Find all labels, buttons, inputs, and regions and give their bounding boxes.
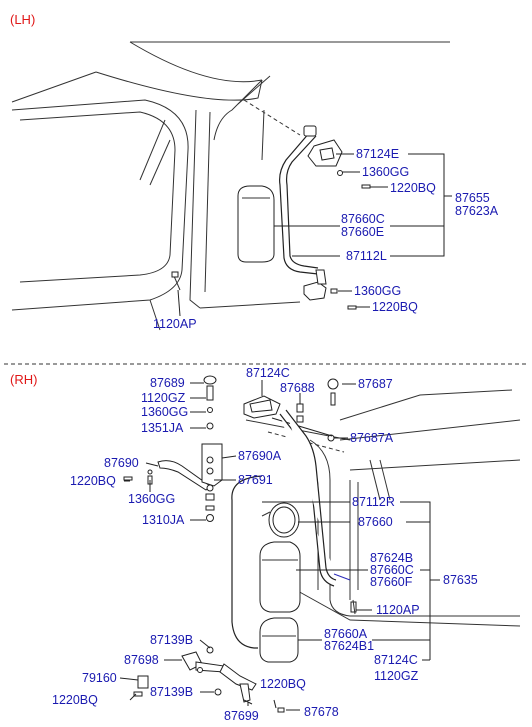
rh-label-79160: 79160 <box>82 671 117 685</box>
rh-label-87124c: 87124C <box>246 366 290 380</box>
rh-section: (RH) <box>10 366 521 723</box>
rh-lower-mirror-head <box>259 617 299 663</box>
rh-label-1351ja: 1351JA <box>141 421 184 435</box>
lh-label-87124e: 87124E <box>356 147 399 161</box>
lh-car-body <box>11 41 450 331</box>
rh-upper-bracket <box>243 395 333 437</box>
rh-label-87660f: 87660F <box>370 575 413 589</box>
rh-label-87660: 87660 <box>358 515 393 529</box>
lh-label-87660e: 87660E <box>341 225 384 239</box>
rh-label-87624b1: 87624B1 <box>324 639 374 653</box>
rh-bolt-1120ap <box>350 599 357 615</box>
lh-lower-bracket <box>303 269 357 310</box>
lh-label-1220bq-lower: 1220BQ <box>372 300 418 314</box>
rh-label-1120gz-lower: 1120GZ <box>374 669 419 683</box>
lh-label-1360gg: 1360GG <box>362 165 409 179</box>
lh-section-title: (LH) <box>10 12 35 27</box>
rh-label-87660a: 87660A <box>324 627 368 641</box>
lh-section: (LH) <box>10 12 499 331</box>
rh-label-87688: 87688 <box>280 381 315 395</box>
rh-label-87690a: 87690A <box>238 449 282 463</box>
rh-mirror-stay <box>279 409 337 587</box>
rh-top-hardware <box>203 375 339 442</box>
rh-label-87699: 87699 <box>224 709 259 723</box>
rh-label-87687: 87687 <box>358 377 393 391</box>
rh-label-1220bq: 1220BQ <box>70 474 116 488</box>
lh-label-1120ap: 1120AP <box>153 317 197 331</box>
rh-upper-mirror-head <box>259 541 301 613</box>
rh-section-title: (RH) <box>10 372 37 387</box>
rh-label-87635: 87635 <box>443 573 478 587</box>
rh-bottom-bracket <box>133 646 285 713</box>
rh-label-87687a: 87687A <box>350 431 394 445</box>
rh-label-87691: 87691 <box>238 473 273 487</box>
lh-label-87655: 87655 <box>455 191 490 205</box>
lh-label-87112l: 87112L <box>346 249 387 263</box>
lh-bolt-1120ap <box>171 271 181 291</box>
rh-label-87139b-lower: 87139B <box>150 685 193 699</box>
rh-label-87698: 87698 <box>124 653 159 667</box>
lh-label-1220bq: 1220BQ <box>390 181 436 195</box>
rh-label-87112r: 87112R <box>352 495 395 509</box>
lh-mirror-stay <box>279 125 319 275</box>
rh-label-1220bq-c: 1220BQ <box>260 677 306 691</box>
rh-leader-lines <box>119 380 440 711</box>
rh-label-1120ap: 1120AP <box>376 603 420 617</box>
rh-label-1360gg: 1360GG <box>141 405 188 419</box>
rh-label-87660c: 87660C <box>370 563 414 577</box>
rh-label-87139b: 87139B <box>150 633 193 647</box>
rh-label-87689: 87689 <box>150 376 185 390</box>
lh-leader-lines <box>177 153 452 317</box>
rh-label-87678: 87678 <box>304 705 339 719</box>
rh-label-87124c-lower: 87124C <box>374 653 418 667</box>
rh-label-1360gg-lower: 1360GG <box>128 492 175 506</box>
rh-round-mirror <box>261 502 300 538</box>
lh-label-87623a: 87623A <box>455 204 499 218</box>
rh-label-87690: 87690 <box>104 456 139 470</box>
rh-label-1120gz: 1120GZ <box>141 391 186 405</box>
rh-label-87624b: 87624B <box>370 551 413 565</box>
lh-label-87660c: 87660C <box>341 212 385 226</box>
rh-label-1220bq-lower: 1220BQ <box>52 693 98 707</box>
lh-label-1360gg-lower: 1360GG <box>354 284 401 298</box>
lh-upper-bracket <box>307 139 371 189</box>
rh-left-stay <box>123 443 263 649</box>
rh-label-1310ja: 1310JA <box>142 513 185 527</box>
lh-mirror-head <box>237 185 275 263</box>
